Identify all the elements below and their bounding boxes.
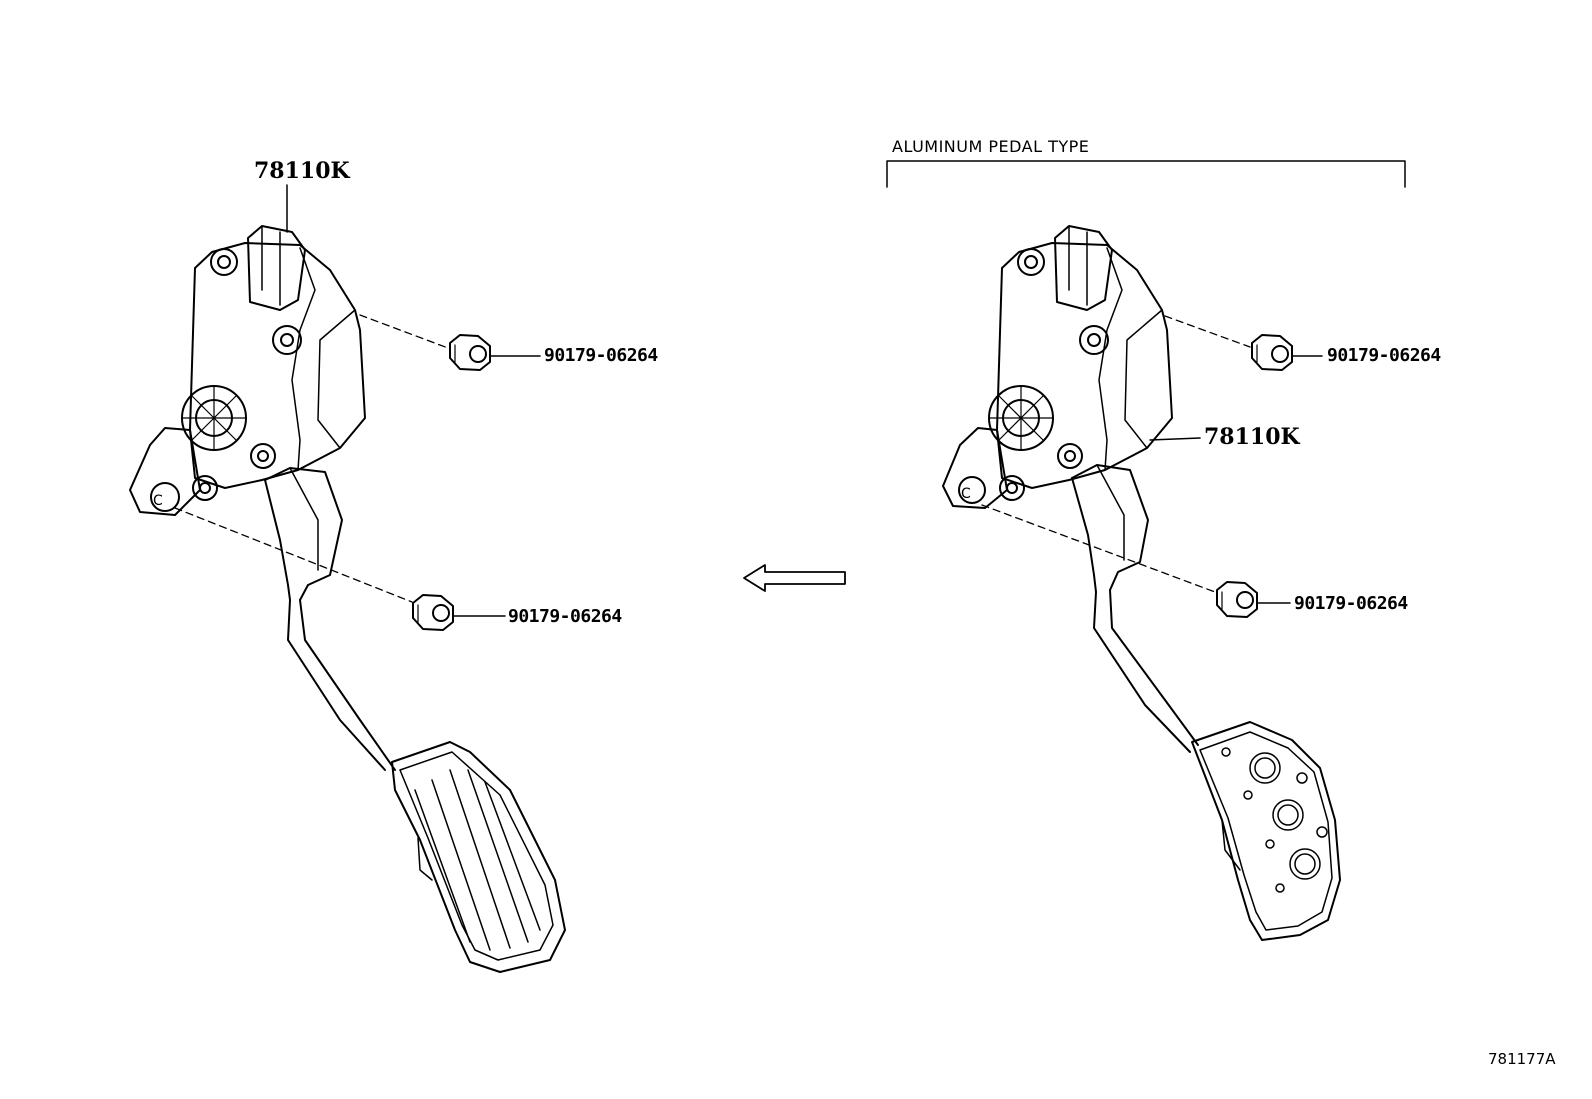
left-part-label: 78110K [254, 158, 350, 184]
flange-nut [412, 594, 454, 631]
flange-nut [1216, 581, 1258, 618]
left-nut-lower-label: 90179-06264 [508, 606, 622, 627]
diagram-code: 781177A [1488, 1050, 1556, 1068]
svg-text:C: C [961, 486, 971, 502]
left-pedal-assembly: C [129, 184, 566, 973]
right-pedal-assembly: C [886, 160, 1406, 941]
svg-text:C: C [153, 493, 163, 509]
left-nut-upper-label: 90179-06264 [544, 345, 658, 366]
flange-nut [1251, 334, 1293, 371]
right-nut-upper-label: 90179-06264 [1327, 345, 1441, 366]
direction-arrow-icon [743, 564, 846, 592]
flange-nut [449, 334, 491, 371]
group-caption: ALUMINUM PEDAL TYPE [892, 137, 1090, 156]
right-nut-lower-label: 90179-06264 [1294, 593, 1408, 614]
group-bracket [886, 160, 1406, 188]
right-part-label: 78110K [1204, 424, 1300, 450]
